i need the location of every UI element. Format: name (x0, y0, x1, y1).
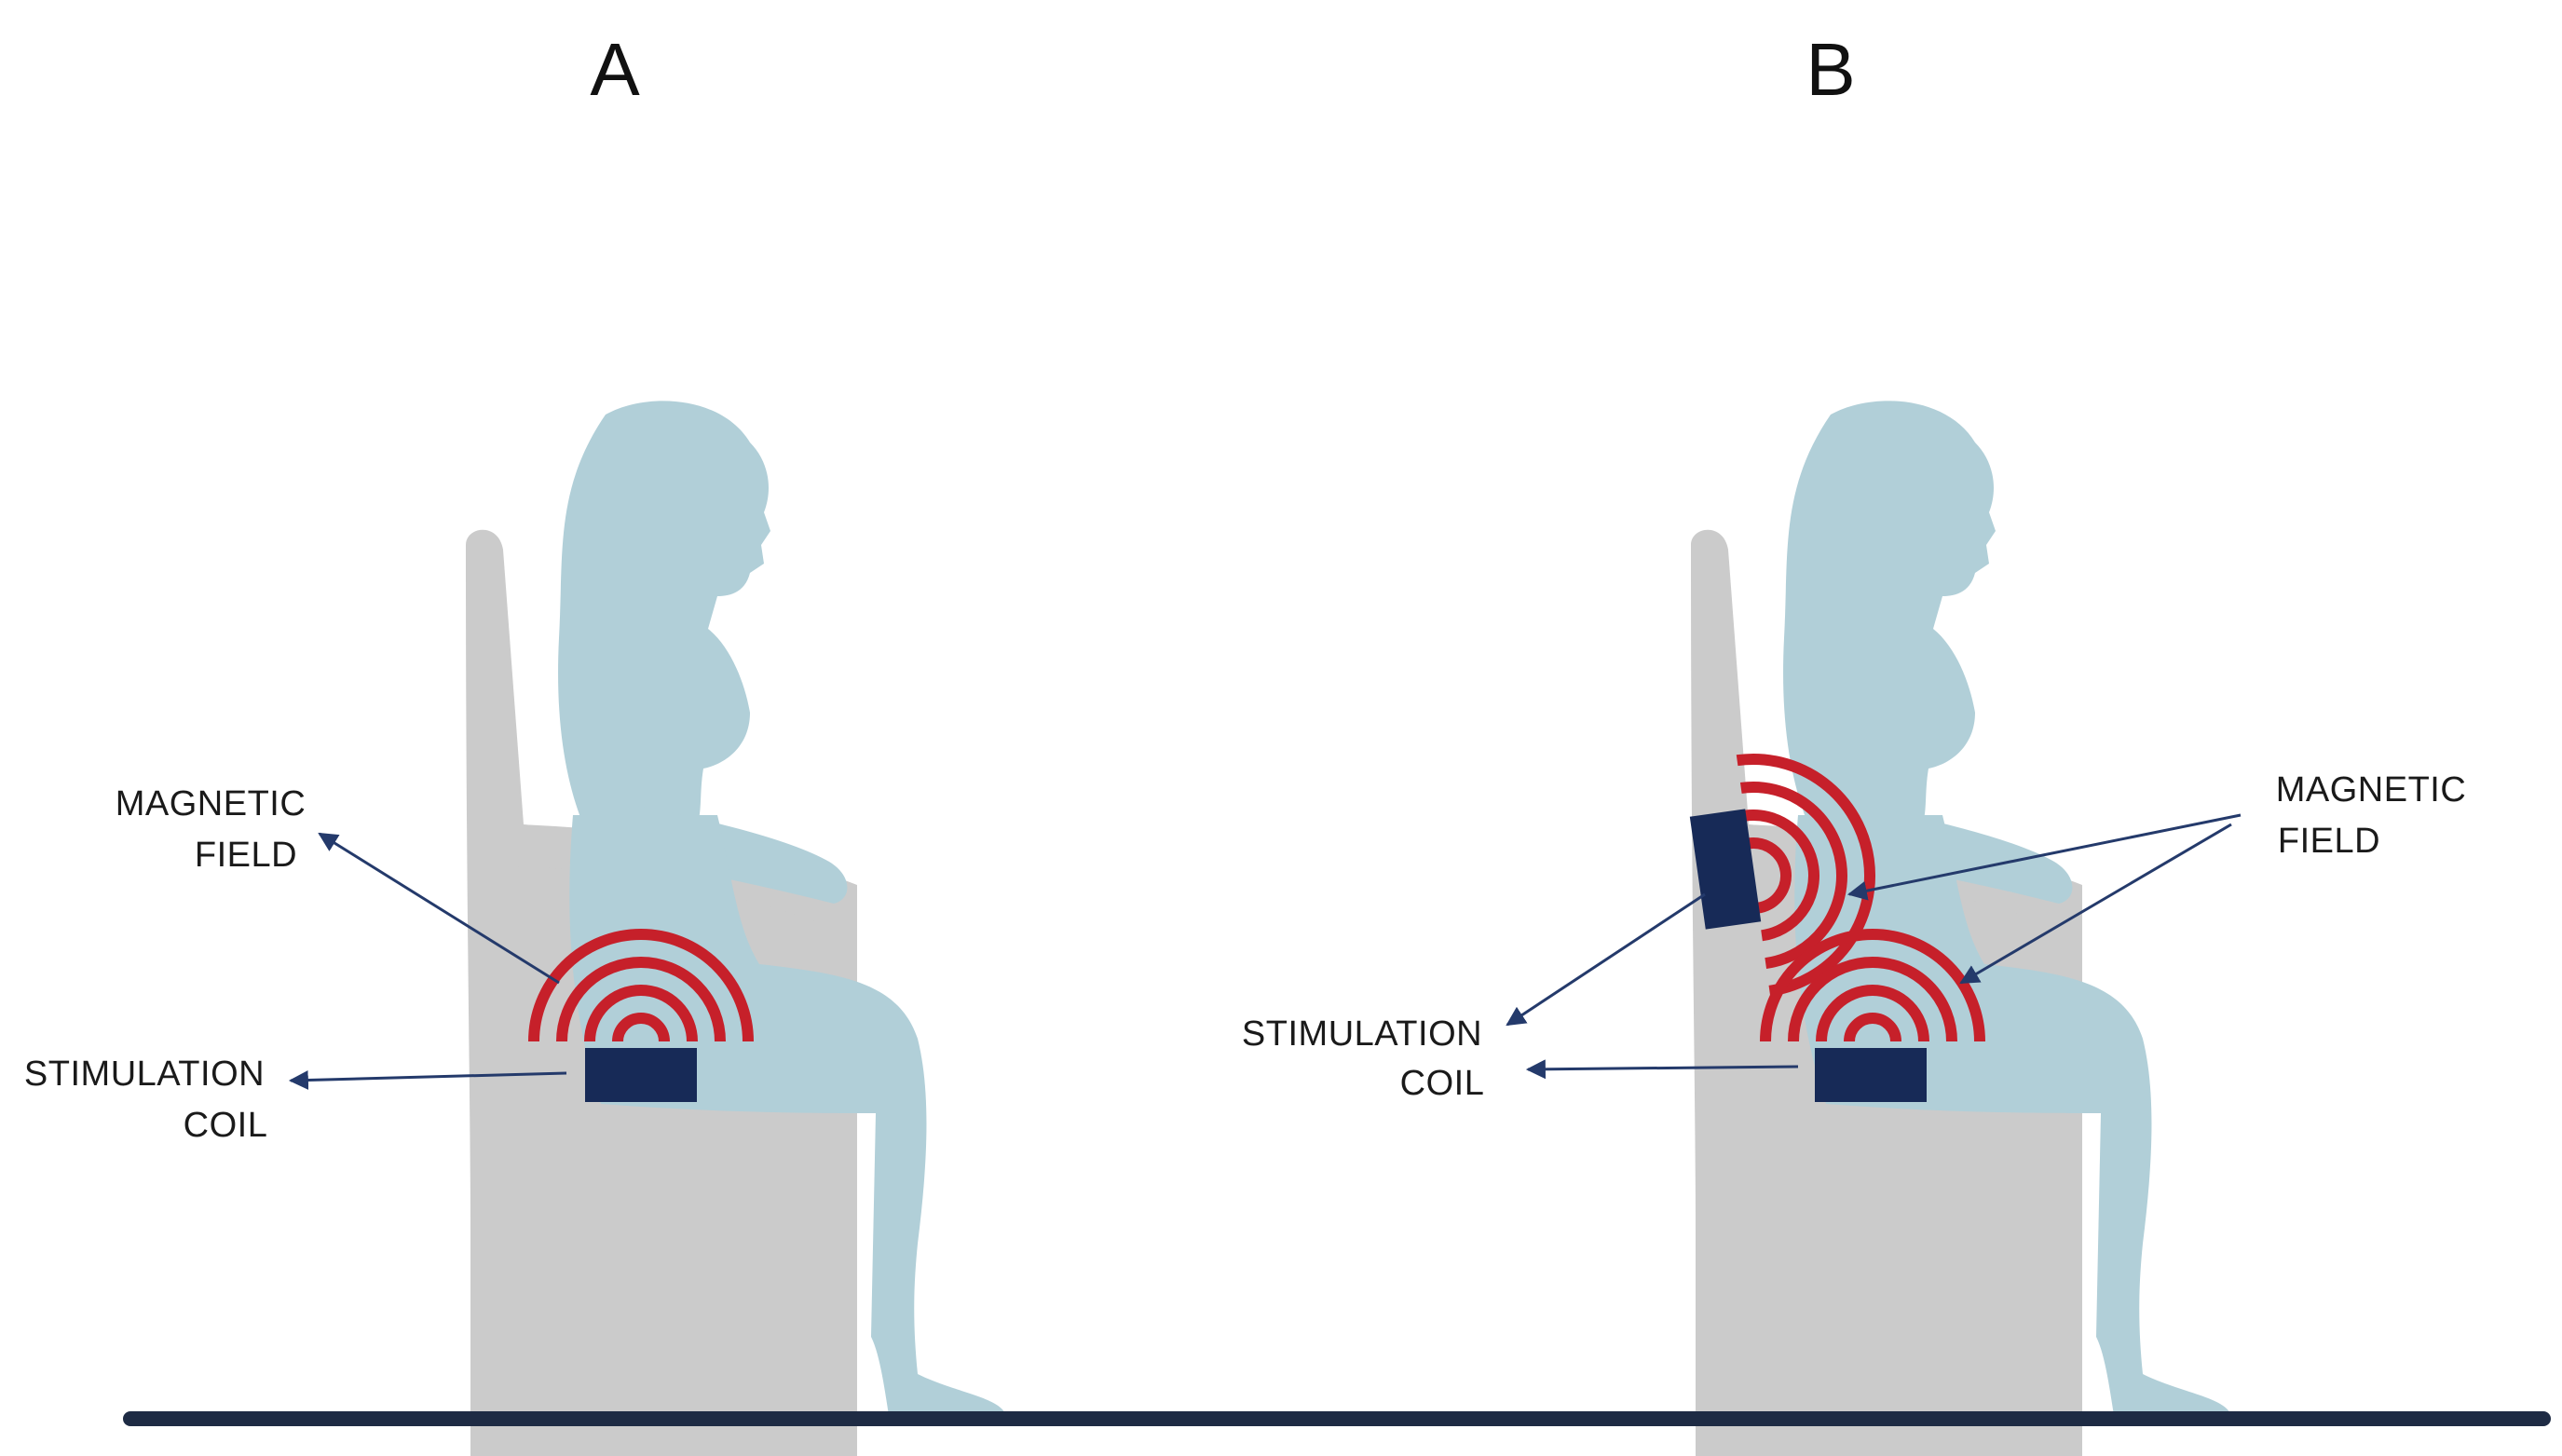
panel-b-letter: B (1806, 28, 1855, 111)
stimulation-coil-b-seat (1815, 1048, 1927, 1102)
coil-label-b-line2: COIL (1400, 1064, 1485, 1103)
field-label-b-line2: FIELD (2278, 822, 2380, 861)
coil-arrow-b-seat (1525, 1059, 1799, 1080)
stimulation-coil-a (585, 1048, 697, 1102)
panel-a-letter: A (590, 28, 640, 111)
coil-arrow-b-back (1506, 892, 1706, 1027)
coil-label-a-line2: COIL (184, 1106, 268, 1145)
field-label-a-line1: MAGNETIC (116, 784, 307, 823)
field-label-a-line2: FIELD (195, 836, 297, 875)
coil-label-a-line1: STIMULATION (24, 1055, 265, 1094)
panel-a: A MAGNETIC FIELD STIMULATION COIL (24, 28, 1006, 1456)
coil-label-b-line1: STIMULATION (1242, 1014, 1482, 1054)
field-label-b-line1: MAGNETIC (2276, 770, 2467, 810)
field-arrow-b-seat (1959, 823, 2232, 985)
panel-b: B MAGNETIC FIELD STIMULATION COIL (1242, 28, 2466, 1456)
field-arrow-a (318, 832, 560, 985)
field-arrow-b-back (1847, 813, 2242, 901)
coil-arrow-a (288, 1069, 567, 1090)
stimulation-coil-b-back (1689, 809, 1762, 930)
